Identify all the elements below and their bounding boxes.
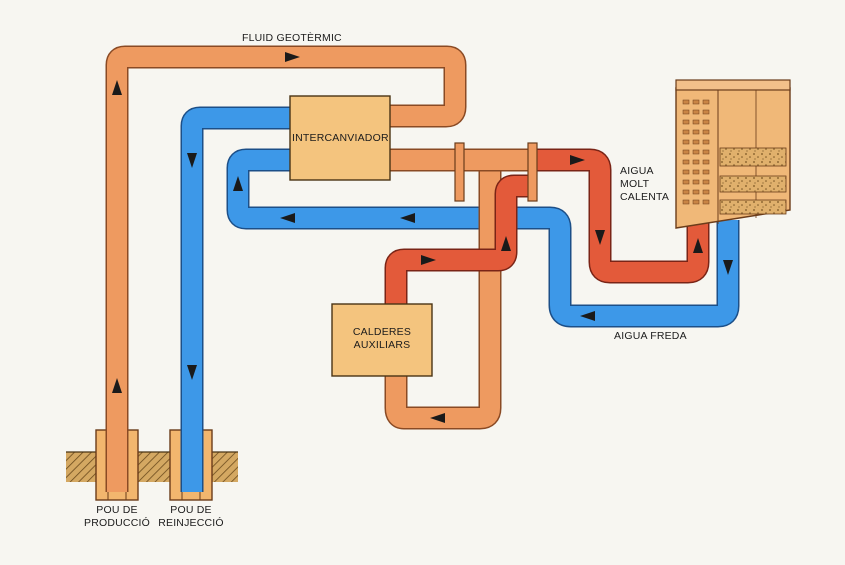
- arrow-icon: [430, 413, 445, 423]
- arrow-icon: [501, 236, 511, 251]
- arrow-icon: [112, 378, 122, 393]
- arrow-icon: [570, 155, 585, 165]
- auxiliary-boilers-label: CALDERES AUXILIARS: [334, 326, 430, 352]
- very-hot-water-pipe: [384, 148, 710, 304]
- very-hot-water-label-line: AIGUA: [620, 165, 654, 177]
- arrow-icon: [280, 213, 295, 223]
- very-hot-water-label-line: MOLT: [620, 178, 650, 190]
- geothermal-fluid-label: FLUID GEOTÈRMIC: [242, 32, 342, 44]
- production-well-label-line: PRODUCCIÓ: [84, 517, 150, 529]
- building: [675, 79, 791, 229]
- auxiliary-boilers-box: [331, 303, 433, 377]
- production-well-label: POU DE PRODUCCIÓ: [72, 504, 162, 530]
- auxiliary-boilers-label-line: CALDERES: [352, 326, 412, 338]
- arrow-icon: [187, 153, 197, 168]
- cold-water-label: AIGUA FREDA: [614, 330, 687, 342]
- valve-left: [454, 142, 465, 202]
- reinjection-well-label-line: REINJECCIÓ: [158, 517, 224, 529]
- valve-right: [527, 142, 538, 202]
- heat-exchanger-box: [289, 95, 391, 181]
- reinjection-well-label: POU DE REINJECCIÓ: [146, 504, 236, 530]
- production-well-label-line: POU DE: [96, 504, 138, 516]
- arrow-icon: [233, 176, 243, 191]
- arrow-icon: [595, 230, 605, 245]
- auxiliary-boilers-label-line: AUXILIARS: [353, 339, 411, 351]
- very-hot-water-label: AIGUA MOLT CALENTA: [620, 165, 669, 204]
- arrow-icon: [580, 311, 595, 321]
- arrow-icon: [400, 213, 415, 223]
- very-hot-water-label-line: CALENTA: [620, 191, 670, 203]
- geothermal-fluid-pipe: [105, 45, 467, 492]
- arrow-icon: [693, 238, 703, 253]
- reinjection-well-label-line: POU DE: [170, 504, 212, 516]
- arrow-icon: [285, 52, 300, 62]
- arrow-icon: [421, 255, 436, 265]
- cold-water-pipe: [226, 148, 740, 328]
- flow-arrows: [112, 52, 733, 423]
- arrow-icon: [723, 260, 733, 275]
- reinjection-pipe: [180, 106, 290, 492]
- arrow-icon: [187, 365, 197, 380]
- arrow-icon: [112, 80, 122, 95]
- heat-exchanger-label: INTERCANVIADOR: [292, 132, 389, 144]
